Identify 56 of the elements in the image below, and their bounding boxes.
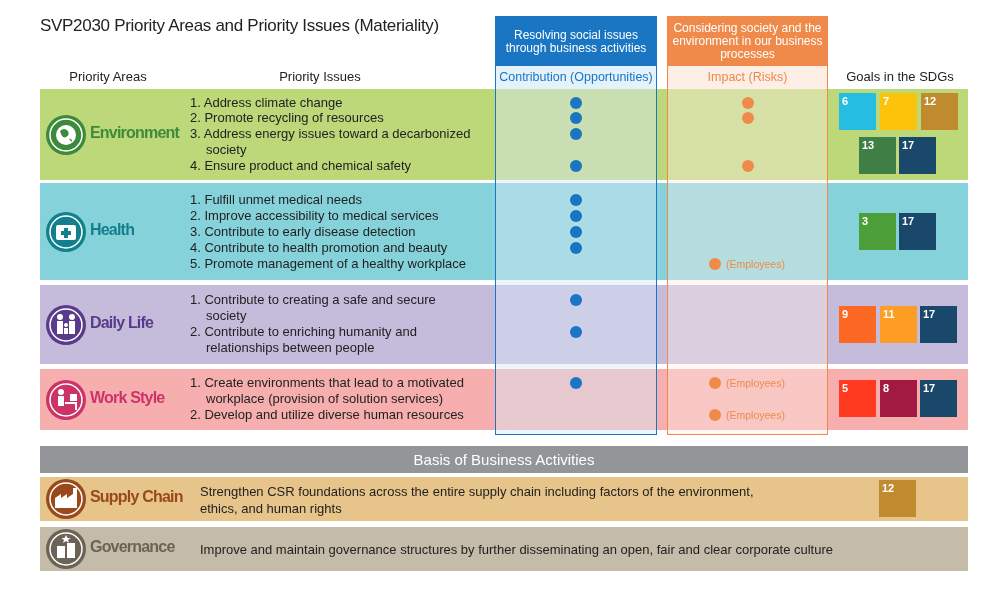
column-subheading: Impact (Risks) [668, 66, 827, 89]
priority-issue: 3. Contribute to early disease detection [190, 224, 417, 240]
area-name: Environment [90, 124, 179, 142]
sdg-goal-icon: 13 [859, 137, 896, 174]
area-name: Health [90, 221, 135, 239]
sdg-goal-icon: 5 [839, 380, 876, 417]
basis-description: Improve and maintain governance structures by further disseminating an open, fair and clear corporate culture [200, 541, 834, 558]
column-header: Priority Issues [278, 69, 362, 84]
sdg-goal-icon: 9 [839, 306, 876, 343]
sdg-goal-icon: 17 [920, 306, 957, 343]
priority-issue: 4. Ensure product and chemical safety [190, 158, 413, 174]
diagram-title: SVP2030 Priority Areas and Priority Issues (Materiality) [40, 16, 439, 36]
sdg-goal-icon: 3 [859, 213, 896, 250]
sdg-goal-icon: 17 [920, 380, 957, 417]
priority-issue: 1. Contribute to creating a safe and secure society [190, 292, 437, 324]
sdg-goal-icon: 17 [899, 137, 936, 174]
sdg-goal-icon: 7 [880, 93, 917, 130]
priority-area-band [40, 477, 968, 521]
priority-area-band [40, 89, 968, 180]
priority-issue: 2. Promote recycling of resources [190, 110, 385, 126]
area-name: Governance [90, 538, 175, 556]
column-subheading: Contribution (Opportunities) [496, 66, 656, 89]
section-header-bar [40, 446, 968, 473]
priority-issue: 1. Create environments that lead to a motivated workplace (provision of solution services) [190, 375, 465, 407]
basis-description: Strengthen CSR foundations across the entire supply chain including factors of the environment, ethics, and human rights [200, 483, 755, 517]
risk-note: (Employees) [726, 258, 785, 270]
sdg-goal-icon: 12 [921, 93, 958, 130]
priority-issue: 2. Develop and utilize diverse human resources [190, 407, 465, 423]
column-frame [667, 16, 828, 435]
column-header: Goals in the SDGs [845, 69, 955, 84]
sdg-goal-icon: 6 [839, 93, 876, 130]
priority-issue: 2. Contribute to enriching humanity and relationships between people [190, 324, 418, 356]
area-name: Supply Chain [90, 488, 183, 506]
column-header: Priority Areas [68, 69, 148, 84]
sdg-goal-icon: 12 [879, 480, 916, 517]
section-heading: Basis of Business Activities [412, 451, 596, 468]
priority-issue: 3. Address energy issues toward a decarbonized society [190, 126, 472, 158]
risk-note: (Employees) [726, 377, 785, 389]
priority-area-band [40, 285, 968, 364]
sdg-goal-icon: 11 [880, 306, 917, 343]
priority-area-band [40, 527, 968, 571]
priority-issue: 2. Improve accessibility to medical services [190, 208, 440, 224]
sdg-goal-icon: 17 [899, 213, 936, 250]
risk-note: (Employees) [726, 409, 785, 421]
priority-issue: 1. Address climate change [190, 95, 344, 111]
priority-issue: 5. Promote management of a healthy workplace [190, 256, 468, 272]
priority-area-band [40, 369, 968, 430]
priority-issue: 4. Contribute to health promotion and beauty [190, 240, 449, 256]
priority-area-band [40, 183, 968, 280]
column-heading: Considering society and the environment in our business processes [668, 17, 827, 66]
area-name: Daily Life [90, 314, 154, 332]
sdg-goal-icon: 8 [880, 380, 917, 417]
priority-issue: 1. Fulfill unmet medical needs [190, 192, 363, 208]
area-name: Work Style [90, 389, 165, 407]
column-heading: Resolving social issues through business activities [496, 17, 656, 66]
column-frame [495, 16, 657, 435]
